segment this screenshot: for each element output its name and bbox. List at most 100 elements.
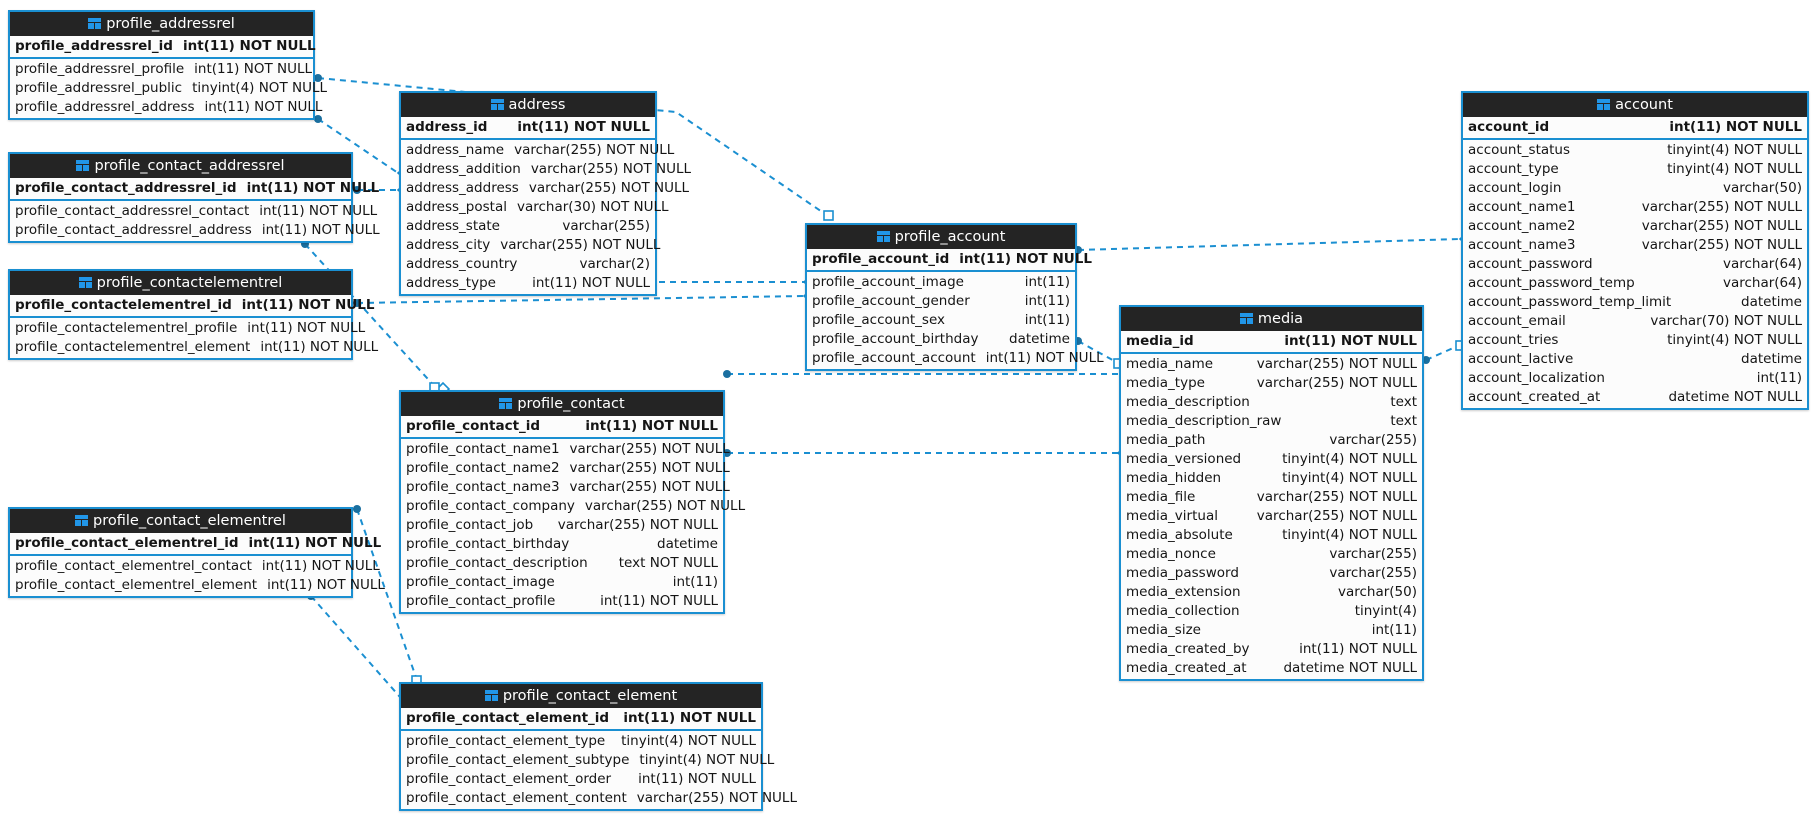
er-field-name: address_state	[406, 218, 500, 234]
er-field-name: profile_contact_element_id	[406, 710, 610, 726]
er-field-row: profile_addressrel_id int(11) NOT NULL	[10, 36, 316, 57]
er-table-profile_contact_addressrel[interactable]: profile_contact_addressrel profile_conta…	[8, 152, 380, 243]
er-field-type: int(11) NOT NULL	[247, 320, 366, 336]
er-field-name: account_password_temp_limit	[1468, 294, 1672, 310]
er-field-name: profile_contact_element_subtype	[406, 752, 630, 768]
er-table-profile_contact_element[interactable]: profile_contact_element profile_contact_…	[399, 682, 797, 811]
er-table-profile_account[interactable]: profile_account profile_account_id int(1…	[805, 223, 1104, 371]
er-table-profile_contactelementrel[interactable]: profile_contactelementrel profile_contac…	[8, 269, 378, 360]
er-field-type: int(11) NOT NULL	[259, 203, 378, 219]
er-field-type: varchar(70) NOT NULL	[1650, 313, 1802, 329]
er-table-address[interactable]: address address_id int(11) NOT NULL addr…	[399, 91, 691, 296]
er-table-header: address	[401, 93, 655, 117]
er-field-name: profile_contact_elementrel_id	[15, 535, 239, 551]
er-field-type: varchar(255) NOT NULL	[569, 441, 730, 457]
er-table-title: profile_contactelementrel	[96, 275, 283, 291]
er-field-name: media_file	[1126, 489, 1196, 505]
er-field-name: account_password	[1468, 256, 1593, 272]
er-table-profile_addressrel[interactable]: profile_addressrel profile_addressrel_id…	[8, 10, 327, 120]
er-table-profile_contact_elementrel[interactable]: profile_contact_elementrel profile_conta…	[8, 507, 385, 598]
er-field-name: media_password	[1126, 565, 1239, 581]
table-icon	[88, 13, 102, 29]
relation-media-account	[1425, 344, 1461, 361]
er-field-name: media_hidden	[1126, 470, 1222, 486]
er-field-type: datetime	[1741, 351, 1802, 367]
er-field-type: tinyint(4) NOT NULL	[1282, 470, 1417, 486]
er-field-type: varchar(255) NOT NULL	[1641, 218, 1802, 234]
er-field-name: media_created_by	[1126, 641, 1250, 657]
er-table-title: profile_contact_addressrel	[94, 158, 285, 174]
er-table-profile_contact[interactable]: profile_contact profile_contact_id int(1…	[399, 390, 745, 614]
er-field-name: account_password_temp	[1468, 275, 1635, 291]
er-field-type: int(11)	[1024, 312, 1070, 328]
er-field-type: varchar(255) NOT NULL	[528, 180, 690, 196]
er-table-account[interactable]: account account_id int(11) NOT NULL acco…	[1461, 91, 1809, 410]
er-field-type: text	[1390, 394, 1417, 410]
er-field-type: int(11) NOT NULL	[248, 535, 382, 551]
er-field-name: profile_account_account	[812, 350, 976, 366]
er-field-type: tinyint(4) NOT NULL	[621, 733, 756, 749]
er-field-type: varchar(255) NOT NULL	[557, 517, 718, 533]
er-field-type: int(11) NOT NULL	[959, 251, 1092, 267]
er-table-pk: profile_contactelementrel_id int(11) NOT…	[10, 295, 374, 318]
er-field-name: profile_contact_addressrel_address	[15, 222, 252, 238]
er-field-name: profile_contact_name2	[406, 460, 560, 476]
er-field-type: varchar(255) NOT NULL	[569, 460, 730, 476]
er-field-name: account_login	[1468, 180, 1562, 196]
er-field-name: profile_contact_element_content	[406, 790, 627, 806]
relation-contactelementrel-account	[356, 295, 805, 304]
er-field-type: int(11) NOT NULL	[194, 61, 313, 77]
er-field-row: account_localization int(11)	[1463, 369, 1807, 388]
er-table-media[interactable]: media media_id int(11) NOT NULL media_na…	[1119, 305, 1424, 681]
er-field-name: address_name	[406, 142, 505, 158]
er-field-name: account_localization	[1468, 370, 1605, 386]
er-field-name: address_postal	[406, 199, 507, 215]
er-field-type: int(11) NOT NULL	[585, 418, 718, 434]
er-field-name: profile_contact_birthday	[406, 536, 570, 552]
er-field-type: int(11) NOT NULL	[638, 771, 756, 787]
er-table-pk: profile_contact_id int(11) NOT NULL	[401, 416, 723, 439]
er-field-type: varchar(64)	[1722, 275, 1802, 291]
er-field-name: profile_contact_description	[406, 555, 588, 571]
er-field-type: tinyint(4)	[1354, 603, 1417, 619]
table-icon	[1597, 94, 1611, 110]
er-table-title: profile_addressrel	[106, 16, 235, 32]
er-table-pk: profile_contact_addressrel_id int(11) NO…	[10, 178, 379, 201]
er-field-type: int(11)	[1756, 370, 1802, 386]
er-field-type: int(11) NOT NULL	[261, 222, 380, 238]
er-field-name: address_id	[406, 119, 488, 135]
er-field-type: datetime NOT NULL	[1283, 660, 1417, 676]
er-field-type: varchar(255) NOT NULL	[1641, 199, 1802, 215]
er-field-type: varchar(2)	[579, 256, 650, 272]
er-field-type: datetime NOT NULL	[1668, 389, 1802, 405]
er-field-type: varchar(255) NOT NULL	[514, 142, 675, 158]
er-field-type: int(11) NOT NULL	[1299, 641, 1417, 657]
er-field-name: address_addition	[406, 161, 521, 177]
er-field-type: tinyint(4) NOT NULL	[1282, 527, 1417, 543]
